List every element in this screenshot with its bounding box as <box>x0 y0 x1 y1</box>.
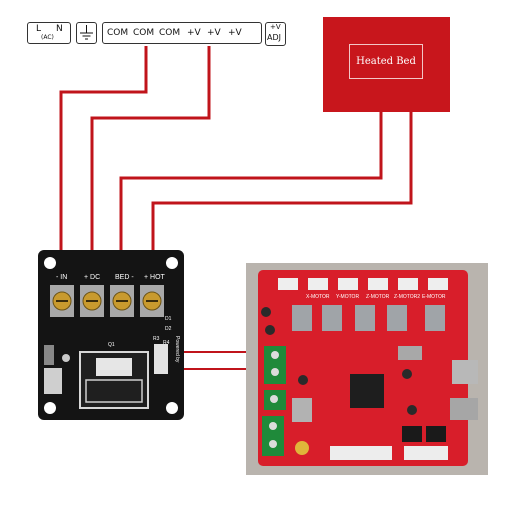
v-label-2: +V <box>207 28 221 38</box>
n-label: N <box>56 24 63 34</box>
terminal-screw-2 <box>271 368 279 376</box>
mosfet-chip-label: Q1 <box>108 342 115 348</box>
v-label-1: +V <box>187 28 201 38</box>
stepper-drivers <box>292 305 445 331</box>
heatsink-small <box>398 346 422 360</box>
power-terminal-green-3 <box>262 416 284 456</box>
screw-terminal-bed <box>110 285 134 317</box>
wire-com-to-mosfet-in <box>59 46 148 287</box>
power-terminal-green <box>264 346 286 384</box>
wire-v-to-mosfet-dc <box>90 46 211 287</box>
com-label-3: COM <box>159 28 181 38</box>
mosfet-label-dc: + DC <box>84 274 100 281</box>
screw-terminal-in <box>50 285 74 317</box>
mosfet-small-part-1 <box>62 354 70 362</box>
adj-bottom-label: ADJ <box>267 33 281 42</box>
usb-connector <box>452 360 478 384</box>
heated-bed: Heated Bed <box>323 17 450 112</box>
mosfet-inner-slot <box>85 379 143 403</box>
header-label-z: Z-MOTOR <box>366 294 390 300</box>
heated-bed-label-frame: Heated Bed <box>349 44 423 79</box>
com-label-2: COM <box>133 28 155 38</box>
mount-hole-tl <box>44 257 56 269</box>
mount-hole-tr <box>166 257 178 269</box>
output-cell: COM COM COM +V +V +V <box>102 22 262 44</box>
wire-bed-to-mosfet-hot <box>151 112 413 287</box>
header-label-z2: Z-MOTOR2 <box>394 294 420 300</box>
com-label-1: COM <box>107 28 129 38</box>
mosfet-input-connector <box>154 344 168 374</box>
v-label-3: +V <box>228 28 242 38</box>
adj-cell: +V ADJ <box>265 22 286 46</box>
capacitors <box>261 307 417 415</box>
endstop-header-1 <box>402 426 422 442</box>
header-label-y: Y-MOTOR <box>336 294 359 300</box>
usb-connector-2 <box>450 398 478 420</box>
mount-hole-bl <box>44 402 56 414</box>
screw-terminal-dc <box>80 285 104 317</box>
mosfet-resistor-label-2: R4 <box>163 340 170 346</box>
controller-board: X-MOTOR Y-MOTOR Z-MOTOR Z-MOTOR2 E-MOTOR <box>246 263 488 475</box>
header-label-x: X-MOTOR <box>306 294 330 300</box>
small-headers <box>292 398 312 422</box>
ac-label: (AC) <box>41 34 54 41</box>
ground-icon <box>80 25 93 40</box>
heated-bed-label: Heated Bed <box>356 56 416 67</box>
white-headers-bottom <box>330 446 392 460</box>
adj-top-label: +V <box>270 23 281 31</box>
terminal-screw-4 <box>269 422 277 430</box>
wire-bed-to-mosfet-bed <box>119 112 383 287</box>
microcontroller-chip <box>350 374 384 408</box>
mosfet-transistor <box>96 358 132 376</box>
white-header-bottom-right <box>404 446 448 460</box>
terminal-screw-3 <box>270 395 278 403</box>
mosfet-label-in: - IN <box>56 274 67 281</box>
mount-hole-br <box>166 402 178 414</box>
l-label: L <box>36 24 42 34</box>
mosfet-label-bed: BED - <box>115 274 134 281</box>
ground-cell <box>76 22 97 44</box>
motor-headers <box>278 278 448 290</box>
mosfet-led-label-2: D2 <box>165 326 172 332</box>
mosfet-label-hot: + HOT <box>144 274 166 281</box>
mosfet-capacitor <box>44 368 62 394</box>
header-label-e: E-MOTOR <box>422 294 446 300</box>
ac-input-cell: L N (AC) <box>27 22 71 44</box>
mosfet-side-label: Powered by <box>174 336 180 363</box>
endstop-header-2 <box>426 426 446 442</box>
mosfet-module: - IN + DC BED - + HOT D1 D2 R3 R4 Power <box>38 250 184 420</box>
terminal-screw-5 <box>269 440 277 448</box>
buzzer <box>295 441 309 455</box>
smd-components <box>44 345 54 365</box>
mosfet-resistor-label-1: R3 <box>153 336 160 342</box>
terminal-screw-1 <box>271 351 279 359</box>
mosfet-led-label-1: D1 <box>165 316 172 322</box>
screw-terminal-hot <box>140 285 164 317</box>
